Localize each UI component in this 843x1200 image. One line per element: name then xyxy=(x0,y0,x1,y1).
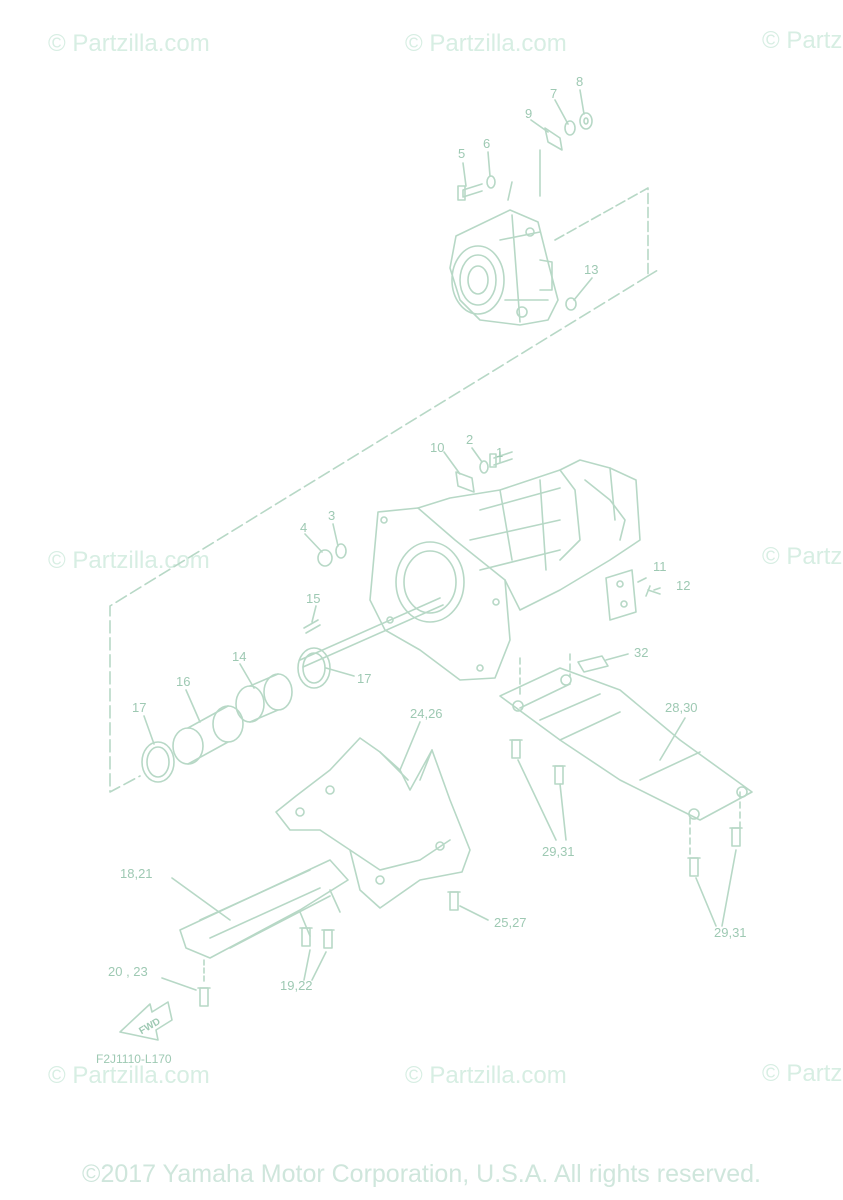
callout-17-upper: 17 xyxy=(357,671,371,686)
callout-15: 15 xyxy=(306,591,320,606)
callout-1: 1 xyxy=(496,445,503,460)
callout-10: 10 xyxy=(430,440,444,455)
shim-32 xyxy=(577,655,609,673)
watermark: © Partzilla.com xyxy=(48,1062,210,1089)
screw-12 xyxy=(645,585,661,597)
callout-9: 9 xyxy=(525,106,532,121)
callout-13: 13 xyxy=(584,262,598,277)
callout-8: 8 xyxy=(576,74,583,89)
fwd-arrow-icon xyxy=(119,1001,173,1041)
bolt-1 xyxy=(489,451,513,468)
bolt-29-31-c xyxy=(729,827,743,847)
callout-29-31-b: 29,31 xyxy=(714,925,747,940)
watermark: © Partz xyxy=(762,1060,843,1087)
bolt-19-22-b xyxy=(321,929,335,949)
watermark: © Partzilla.com xyxy=(48,30,210,57)
callout-11: 11 xyxy=(653,559,667,574)
washer-3 xyxy=(335,543,347,559)
plate-9 xyxy=(544,127,563,151)
callout-4: 4 xyxy=(300,520,307,535)
callout-18-21: 18,21 xyxy=(120,866,153,881)
callout-3: 3 xyxy=(328,508,335,523)
nut-8 xyxy=(579,112,593,130)
callout-19-22: 19,22 xyxy=(280,978,313,993)
diagram-code: F2J1110-L170 xyxy=(96,1052,172,1066)
bolt-15 xyxy=(303,619,321,634)
coupling-14 xyxy=(235,673,293,723)
washer-13 xyxy=(565,297,577,311)
plate-28-30 xyxy=(499,653,753,855)
callout-28-30: 28,30 xyxy=(665,700,698,715)
bracket-24-26 xyxy=(275,737,471,909)
callout-7: 7 xyxy=(550,86,557,101)
washer-2 xyxy=(479,460,489,474)
callout-14: 14 xyxy=(232,649,246,664)
callout-12: 12 xyxy=(676,578,690,593)
watermark: © Partz xyxy=(762,27,843,54)
callout-24-26: 24,26 xyxy=(410,706,443,721)
bearing-housing xyxy=(449,209,559,326)
plate-18-21 xyxy=(179,859,349,959)
callout-6: 6 xyxy=(483,136,490,151)
bolt-29-31-b xyxy=(552,765,566,785)
bolt-20-23 xyxy=(197,959,211,1007)
bolt-19-22-a xyxy=(299,927,313,947)
watermark: © Partz xyxy=(762,543,843,570)
bolt-29-31-d xyxy=(687,857,701,877)
callout-5: 5 xyxy=(458,146,465,161)
bolt-29-31-a xyxy=(509,739,523,759)
plate-10 xyxy=(455,471,475,493)
watermark: © Partzilla.com xyxy=(405,30,567,57)
pump-housing xyxy=(369,459,641,681)
watermark: © Partzilla.com xyxy=(405,1062,567,1089)
washer-6 xyxy=(486,175,496,189)
hose-16 xyxy=(172,705,244,765)
bolt-25-27 xyxy=(447,891,461,911)
callout-29-31-a: 29,31 xyxy=(542,844,575,859)
callout-25-27: 25,27 xyxy=(494,915,527,930)
nut-4 xyxy=(317,549,333,567)
fwd-label: FWD xyxy=(137,1016,162,1037)
plate-11 xyxy=(605,569,637,621)
callout-32: 32 xyxy=(634,645,648,660)
callout-16: 16 xyxy=(176,674,190,689)
bolt-5 xyxy=(457,183,483,201)
callout-20-23: 20 , 23 xyxy=(108,964,148,979)
clamp-17-lower xyxy=(141,741,175,783)
callout-17-lower: 17 xyxy=(132,700,146,715)
callout-2: 2 xyxy=(466,432,473,447)
clamp-17-upper xyxy=(297,647,331,689)
copyright-notice: ©2017 Yamaha Motor Corporation, U.S.A. A… xyxy=(82,1160,761,1188)
washer-7 xyxy=(564,120,576,136)
